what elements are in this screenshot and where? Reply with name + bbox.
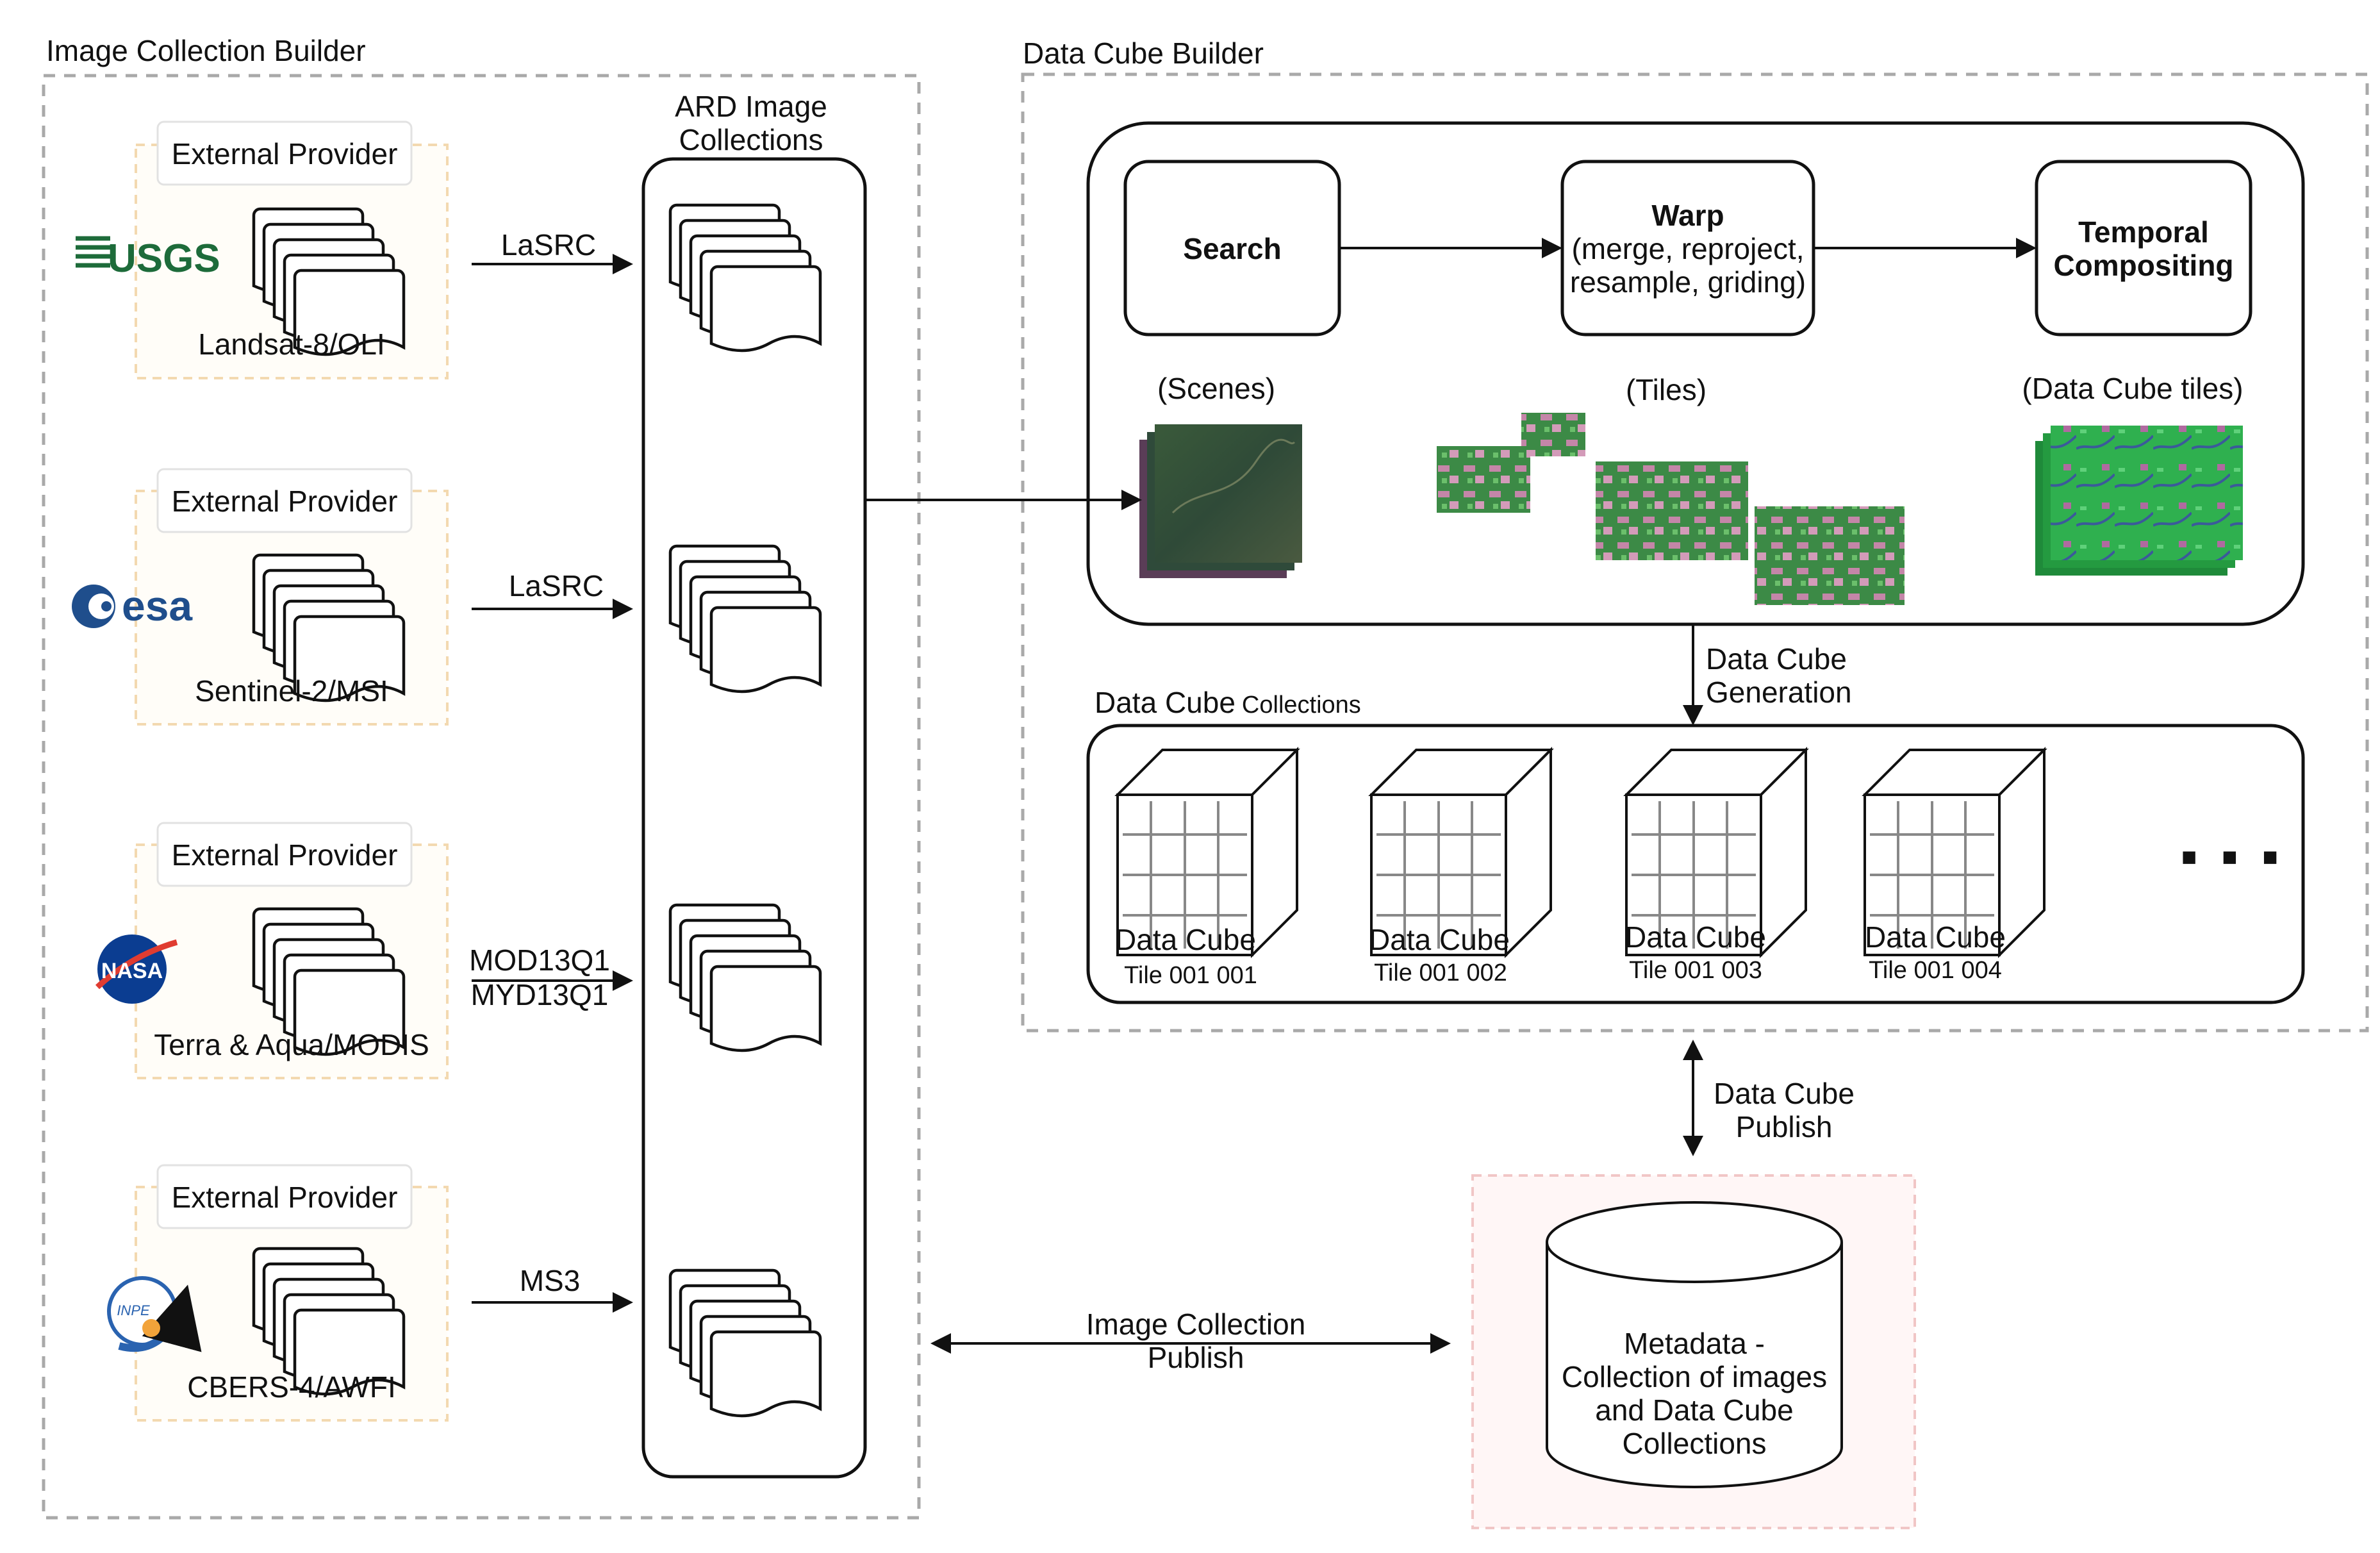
metadata-database: Metadata - Collection of images and Data… <box>1471 1174 1916 1529</box>
data-cube-tiles-caption: (Data Cube tiles) <box>2022 372 2243 405</box>
esa-logo-icon: esa <box>72 582 193 629</box>
process-label-cbers: MS3 <box>520 1264 581 1297</box>
data-cube-publish-line2: Publish <box>1736 1110 1833 1143</box>
data-cube-title: Data Cube <box>1865 920 2006 954</box>
metadata-line1: Metadata - <box>1624 1327 1765 1360</box>
temporal-step-line2: Compositing <box>2053 249 2233 282</box>
data-cube-tile-id: Tile 001 001 <box>1124 962 1257 989</box>
ard-collections-title-line1: ARD Image <box>675 90 827 123</box>
data-cube-collections-title: Data Cube Collections <box>1095 686 1361 719</box>
warp-step-detail-line1: (merge, reproject, <box>1571 232 1804 265</box>
metadata-line2: Collection of images <box>1562 1360 1827 1393</box>
ard-image-collections: ARD Image Collections <box>641 90 867 1479</box>
data-cube-collections-title-main: Data Cube <box>1095 686 1235 719</box>
scenes-caption: (Scenes) <box>1157 372 1275 405</box>
data-cube-title: Data Cube <box>1625 920 1766 954</box>
external-provider-label: External Provider <box>172 838 398 872</box>
usgs-logo-text: USGS <box>108 237 220 281</box>
process-label-myd13q1: MYD13Q1 <box>471 978 609 1011</box>
processing-arrows: LaSRC LaSRC MOD13Q1 MYD13Q1 MS3 <box>469 228 633 1313</box>
database-cylinder-top <box>1546 1201 1843 1283</box>
processing-pipeline-panel: Search Warp (merge, reproject, resample,… <box>1086 121 2305 626</box>
scenes-image-stack <box>1139 424 1302 578</box>
tiles-image-mosaic <box>1437 413 1905 605</box>
data-cube-title: Data Cube <box>1369 923 1510 956</box>
search-step-label: Search <box>1183 232 1281 265</box>
metadata-line3: and Data Cube <box>1595 1393 1793 1427</box>
ard-collections-title-line2: Collections <box>679 123 823 156</box>
sensor-name-sentinel: Sentinel-2/MSI <box>195 674 388 708</box>
external-provider-box-landsat <box>156 120 413 186</box>
image-collection-publish-line2: Publish <box>1148 1341 1244 1374</box>
external-provider-box-sentinel <box>156 468 413 533</box>
data-cube-generation-line1: Data Cube <box>1706 642 1847 676</box>
warp-step-detail-line2: resample, griding) <box>1570 265 1806 299</box>
process-label-landsat: LaSRC <box>501 228 596 262</box>
provider-sentinel: External Provider Sentinel-2/MSI esa <box>72 468 449 726</box>
inpe-logo-icon: INPE <box>107 1276 202 1352</box>
data-cube-builder-group: Data Cube Builder <box>1021 37 2369 1033</box>
data-cube-tile-id: Tile 001 004 <box>1869 957 2002 984</box>
external-provider-box-modis <box>156 822 413 887</box>
data-cube-tiles-stack <box>2035 426 2243 576</box>
external-provider-label: External Provider <box>172 485 398 518</box>
ard-collections-container <box>641 157 867 1479</box>
nasa-logo-text: NASA <box>101 959 163 983</box>
temporal-compositing-step-box <box>2035 160 2252 336</box>
nasa-logo-icon: NASA <box>95 934 178 1004</box>
external-provider-label: External Provider <box>172 137 398 170</box>
esa-logo-text: esa <box>122 582 193 629</box>
sensor-name-modis: Terra & Aqua/MODIS <box>154 1028 429 1061</box>
process-label-sentinel: LaSRC <box>509 569 604 602</box>
metadata-line4: Collections <box>1623 1427 1767 1460</box>
image-collection-builder-title: Image Collection Builder <box>46 34 366 67</box>
tiles-caption: (Tiles) <box>1626 373 1706 406</box>
usgs-logo-icon: USGS <box>76 236 220 281</box>
data-cube-builder-border <box>1021 72 2369 1033</box>
data-cube-title: Data Cube <box>1115 923 1256 956</box>
warp-step-title: Warp <box>1651 199 1724 232</box>
image-collection-builder-group: Image Collection Builder <box>42 34 921 1520</box>
data-cube-collections-panel: Data Cube Collections Data Cube Tile 001 … <box>1086 686 2305 1004</box>
process-label-mod13q1: MOD13Q1 <box>469 943 610 977</box>
more-cubes-ellipsis: ■ ■ ■ <box>2181 843 2287 871</box>
data-cube-tile-id: Tile 001 002 <box>1374 959 1507 986</box>
data-cube-generation-line2: Generation <box>1706 676 1852 709</box>
external-provider-label: External Provider <box>172 1181 398 1214</box>
temporal-step-line1: Temporal <box>2078 215 2209 249</box>
sensor-name-landsat: Landsat-8/OLI <box>198 328 385 361</box>
image-collection-publish-line1: Image Collection <box>1086 1308 1306 1341</box>
data-cube-collections-title-suffix: Collections <box>1242 692 1361 718</box>
image-collection-builder-border <box>42 74 921 1520</box>
external-provider-box-cbers <box>156 1164 413 1229</box>
provider-modis: External Provider Terra & Aqua/MODIS NAS… <box>95 822 449 1079</box>
provider-cbers: External Provider CBERS-4/AWFI INPE <box>107 1164 449 1422</box>
sensor-name-cbers: CBERS-4/AWFI <box>187 1370 395 1404</box>
provider-landsat: External Provider Landsat-8/OLI USGS <box>76 120 449 379</box>
data-cube-publish-line1: Data Cube <box>1714 1077 1855 1110</box>
data-cube-tile-id: Tile 001 003 <box>1629 957 1762 984</box>
data-cube-builder-title: Data Cube Builder <box>1023 37 1264 70</box>
inpe-logo-text: INPE <box>117 1302 150 1318</box>
database-cylinder-body <box>1546 1242 1843 1488</box>
